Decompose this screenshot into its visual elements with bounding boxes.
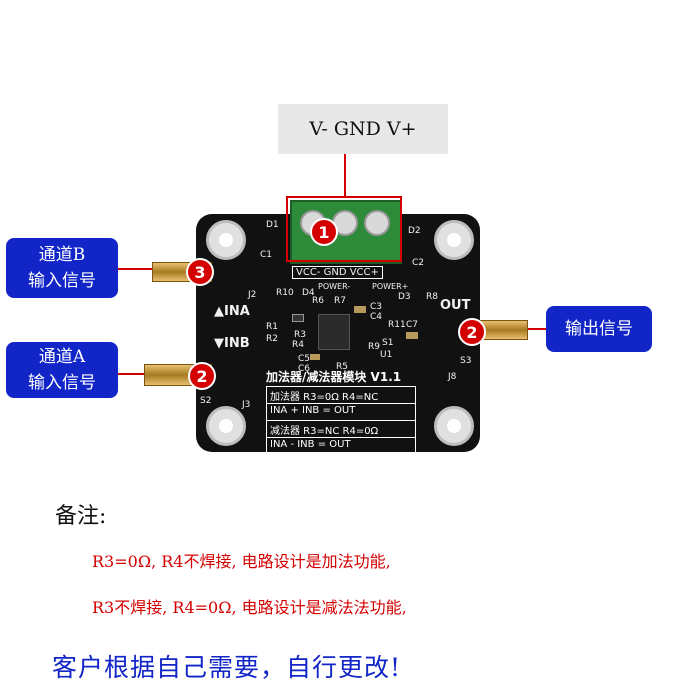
silk-r8: R8 — [426, 292, 438, 302]
badge-channel-b: 3 — [186, 258, 214, 286]
silk-j3: J3 — [242, 400, 251, 410]
silk-c1: C1 — [260, 250, 273, 260]
mounting-hole-bottom-right — [434, 406, 474, 446]
badge-channel-a: 2 — [188, 362, 216, 390]
channel-b-subtitle: 输入信号 — [28, 271, 96, 291]
note-line-1: R3=0Ω, R4不焊接, 电路设计是加法功能, — [92, 552, 391, 571]
silk-d3: D3 — [398, 292, 411, 302]
silk-s3: S3 — [460, 356, 472, 366]
table-row-subtractor: 减法器 R3=NC R4=0Ω — [267, 421, 415, 438]
capacitor-component — [310, 354, 320, 360]
silk-c7: C7 — [406, 320, 419, 330]
silk-j8: J8 — [448, 372, 457, 382]
silk-r9: R9 — [368, 342, 380, 352]
module-info-table: 加法器 R3=0Ω R4=NC INA + INB = OUT 减法器 R3=N… — [266, 386, 416, 455]
silk-r1: R1 — [266, 322, 278, 332]
pin-labels: VCC- GND VCC+ — [292, 266, 383, 279]
silk-c3: C3 — [370, 302, 383, 312]
table-row-adder-formula: INA + INB = OUT — [267, 404, 415, 421]
final-note: 客户根据自己需要，自行更改! — [52, 653, 402, 682]
channel-b-title: 通道B — [38, 245, 86, 265]
mounting-hole-top-right — [434, 220, 474, 260]
inb-label: ▼INB — [214, 336, 250, 351]
output-title: 输出信号 — [565, 319, 633, 339]
silk-d4: D4 — [302, 288, 315, 298]
notes-title: 备注: — [55, 504, 107, 529]
output-label: 输出信号 — [546, 306, 652, 352]
silk-s1: S1 — [382, 338, 394, 348]
capacitor-component — [354, 306, 366, 313]
silk-j2: J2 — [248, 290, 257, 300]
mounting-hole-bottom-left — [206, 406, 246, 446]
power-minus-label: POWER- — [318, 282, 351, 291]
silk-r10: R10 — [276, 288, 294, 298]
silk-d2: D2 — [408, 226, 421, 236]
silk-r11: R11 — [388, 320, 406, 330]
resistor-component — [292, 314, 304, 322]
terminal-highlight-box — [286, 196, 402, 262]
ic-chip — [318, 314, 350, 350]
mounting-hole-top-left — [206, 220, 246, 260]
silk-r7: R7 — [334, 296, 346, 306]
note-line-2: R3不焊接, R4=0Ω, 电路设计是减法法功能, — [92, 598, 407, 617]
silk-c6: C6 — [298, 364, 311, 374]
power-connector-line — [344, 154, 346, 196]
badge-power: 1 — [310, 218, 338, 246]
terminal-screw-vplus — [364, 210, 390, 236]
silk-d1: D1 — [266, 220, 279, 230]
silk-r4: R4 — [292, 340, 304, 350]
out-label: OUT — [440, 298, 471, 313]
silk-r5: R5 — [336, 362, 348, 372]
capacitor-component — [406, 332, 418, 339]
silk-c2: C2 — [412, 258, 425, 268]
silk-r2: R2 — [266, 334, 278, 344]
silk-c4: C4 — [370, 312, 383, 322]
silk-r6: R6 — [312, 296, 324, 306]
module-title: 加法器/减法器模块 V1.1 — [266, 370, 402, 384]
channel-a-label: 通道A 输入信号 — [6, 342, 118, 398]
silk-u1: U1 — [380, 350, 393, 360]
silk-s2: S2 — [200, 396, 212, 406]
table-row-adder: 加法器 R3=0Ω R4=NC — [267, 387, 415, 404]
channel-a-subtitle: 输入信号 — [28, 373, 96, 393]
silk-c5: C5 — [298, 354, 311, 364]
table-row-subtractor-formula: INA - INB = OUT — [270, 439, 351, 450]
power-pin-label: V- GND V+ — [278, 104, 448, 154]
channel-a-title: 通道A — [38, 347, 86, 367]
power-plus-label: POWER+ — [372, 282, 409, 291]
ina-label: ▲INA — [214, 304, 250, 319]
silk-r3: R3 — [294, 330, 306, 340]
badge-output: 2 — [458, 318, 486, 346]
channel-b-label: 通道B 输入信号 — [6, 238, 118, 298]
